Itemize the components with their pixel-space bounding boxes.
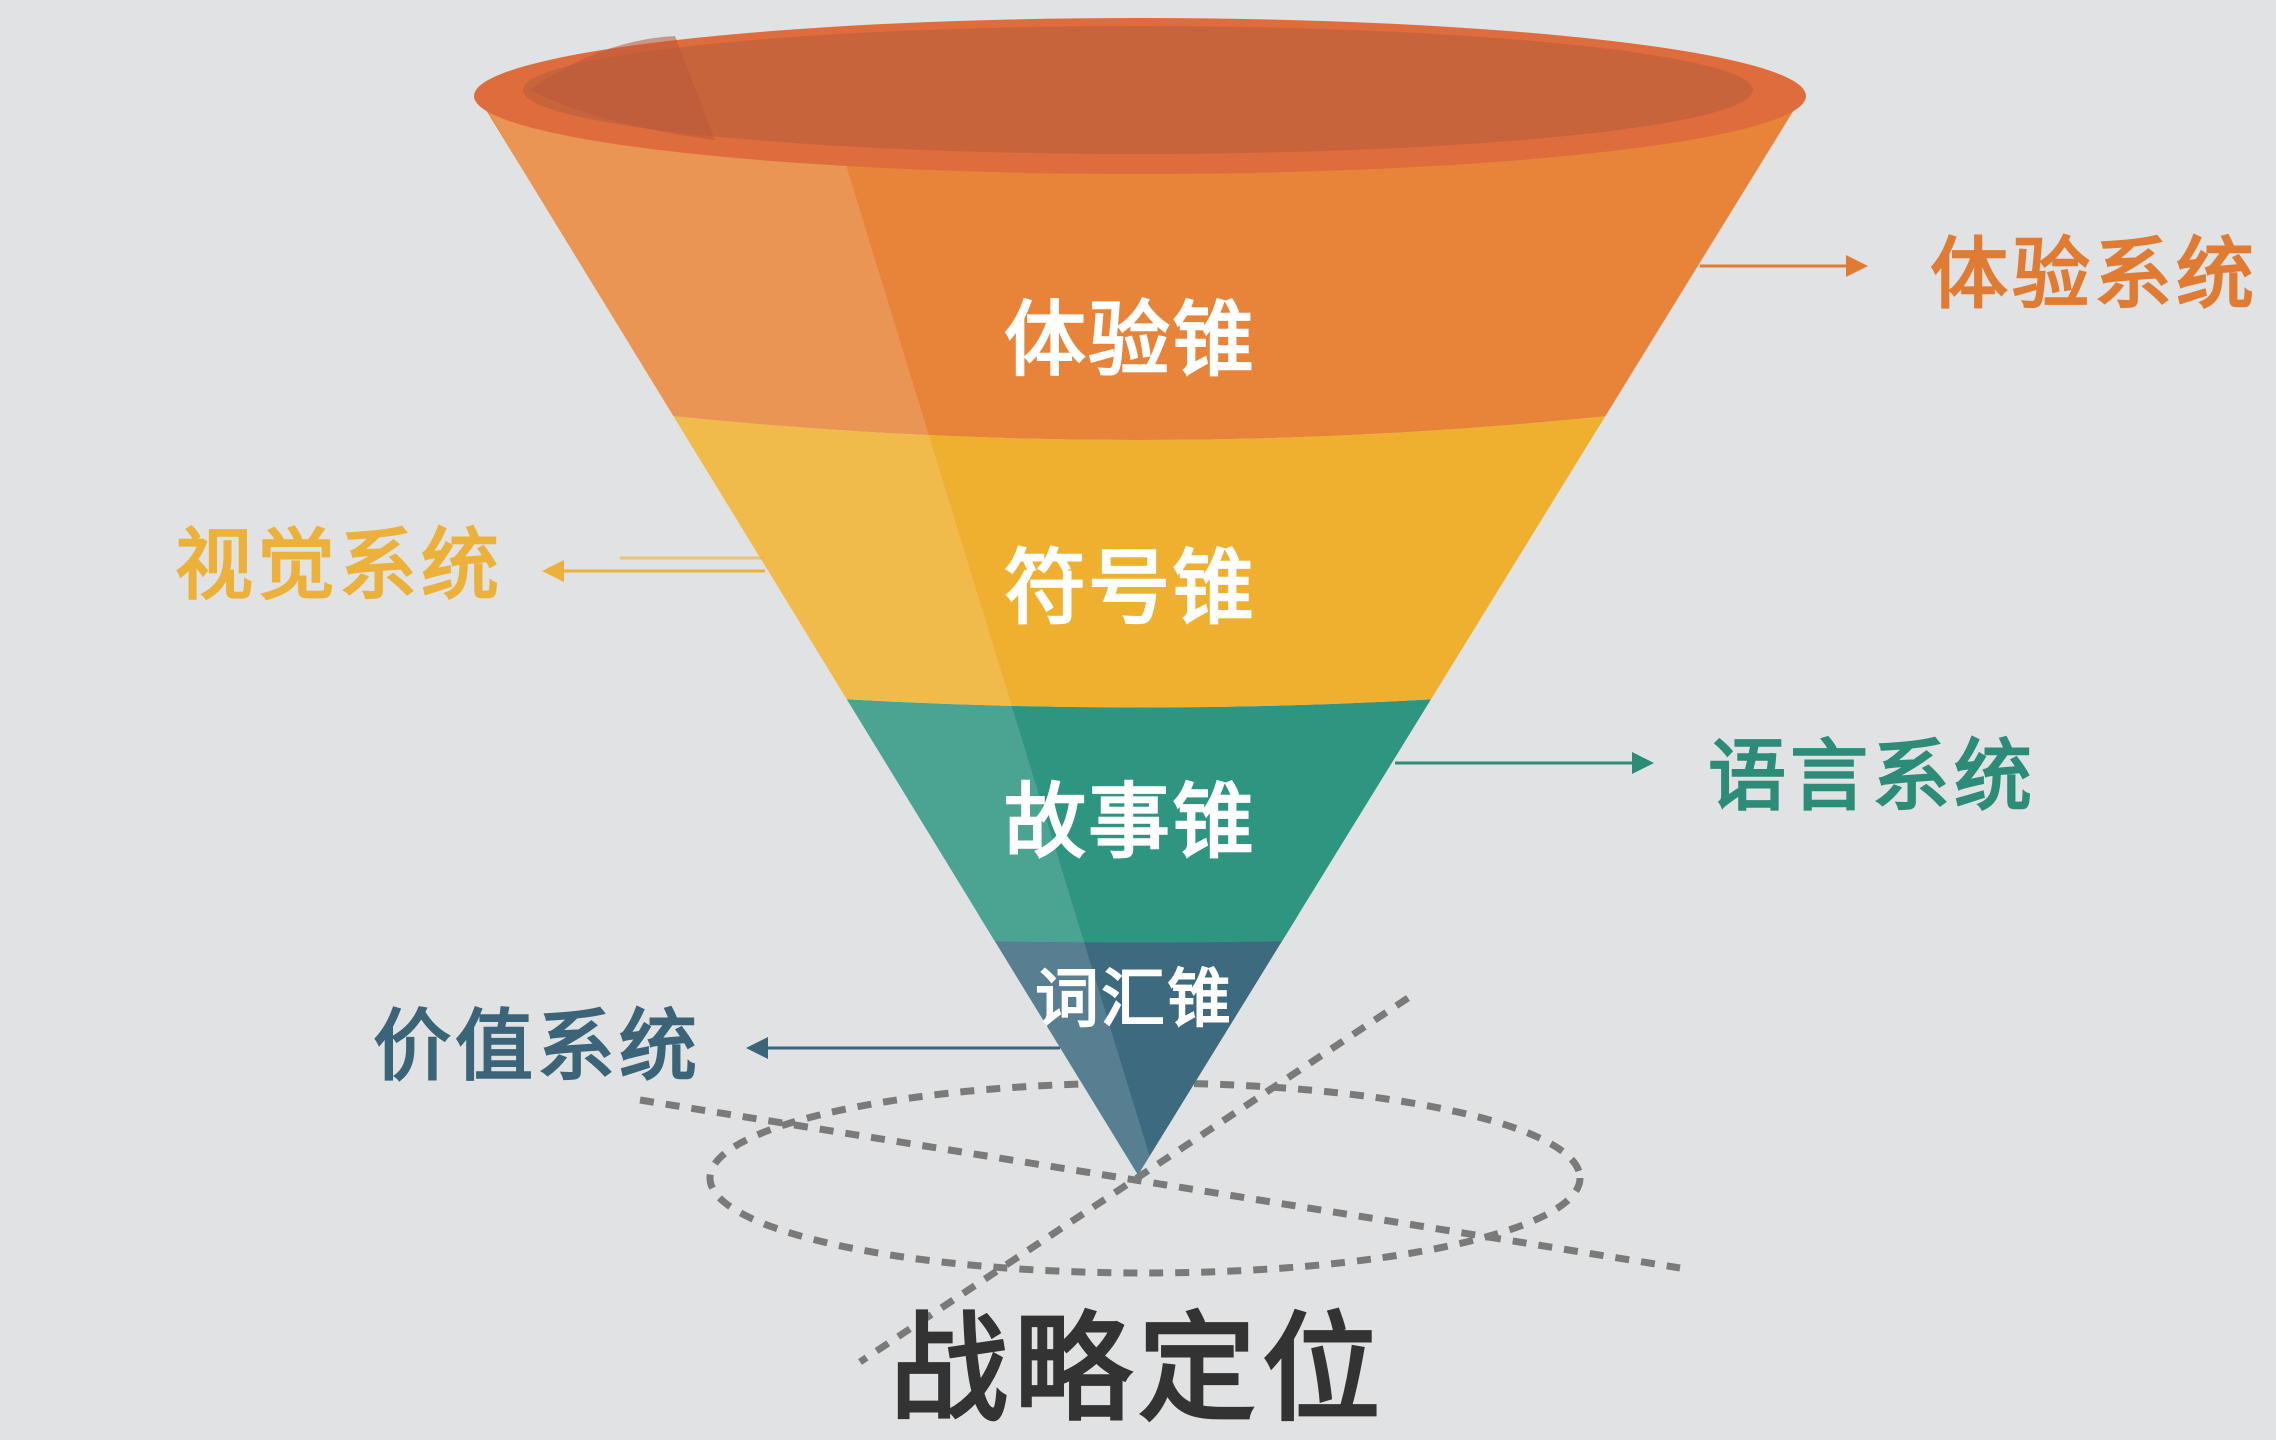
- arrow-value-head: [746, 1037, 768, 1059]
- system-label-value: 价值系统: [373, 1002, 702, 1092]
- rim-shade: [530, 36, 715, 140]
- cone-rim: [474, 18, 1806, 174]
- arrow-visual-head: [542, 560, 564, 582]
- layer-label-vocabulary: 词汇锥: [1035, 963, 1233, 1037]
- target-line-b: [858, 995, 1410, 1365]
- arrow-language-head: [1632, 752, 1654, 774]
- base-label-strategic-positioning: 战略定位: [889, 1300, 1387, 1438]
- arrow-experience-head: [1846, 255, 1868, 277]
- layer-label-story: 故事锥: [1003, 775, 1257, 870]
- connectors: [542, 255, 1868, 1059]
- cone-highlight: [475, 92, 1160, 1175]
- target-line-a: [639, 1096, 1681, 1272]
- layer-label-experience: 体验锥: [1003, 293, 1257, 388]
- rim-inner: [523, 26, 1753, 154]
- layer-label-symbol: 符号锥: [1003, 541, 1257, 636]
- system-label-language: 语言系统: [1708, 732, 2037, 822]
- system-label-experience: 体验系统: [1930, 230, 2259, 320]
- system-label-visual: 视觉系统: [175, 521, 504, 611]
